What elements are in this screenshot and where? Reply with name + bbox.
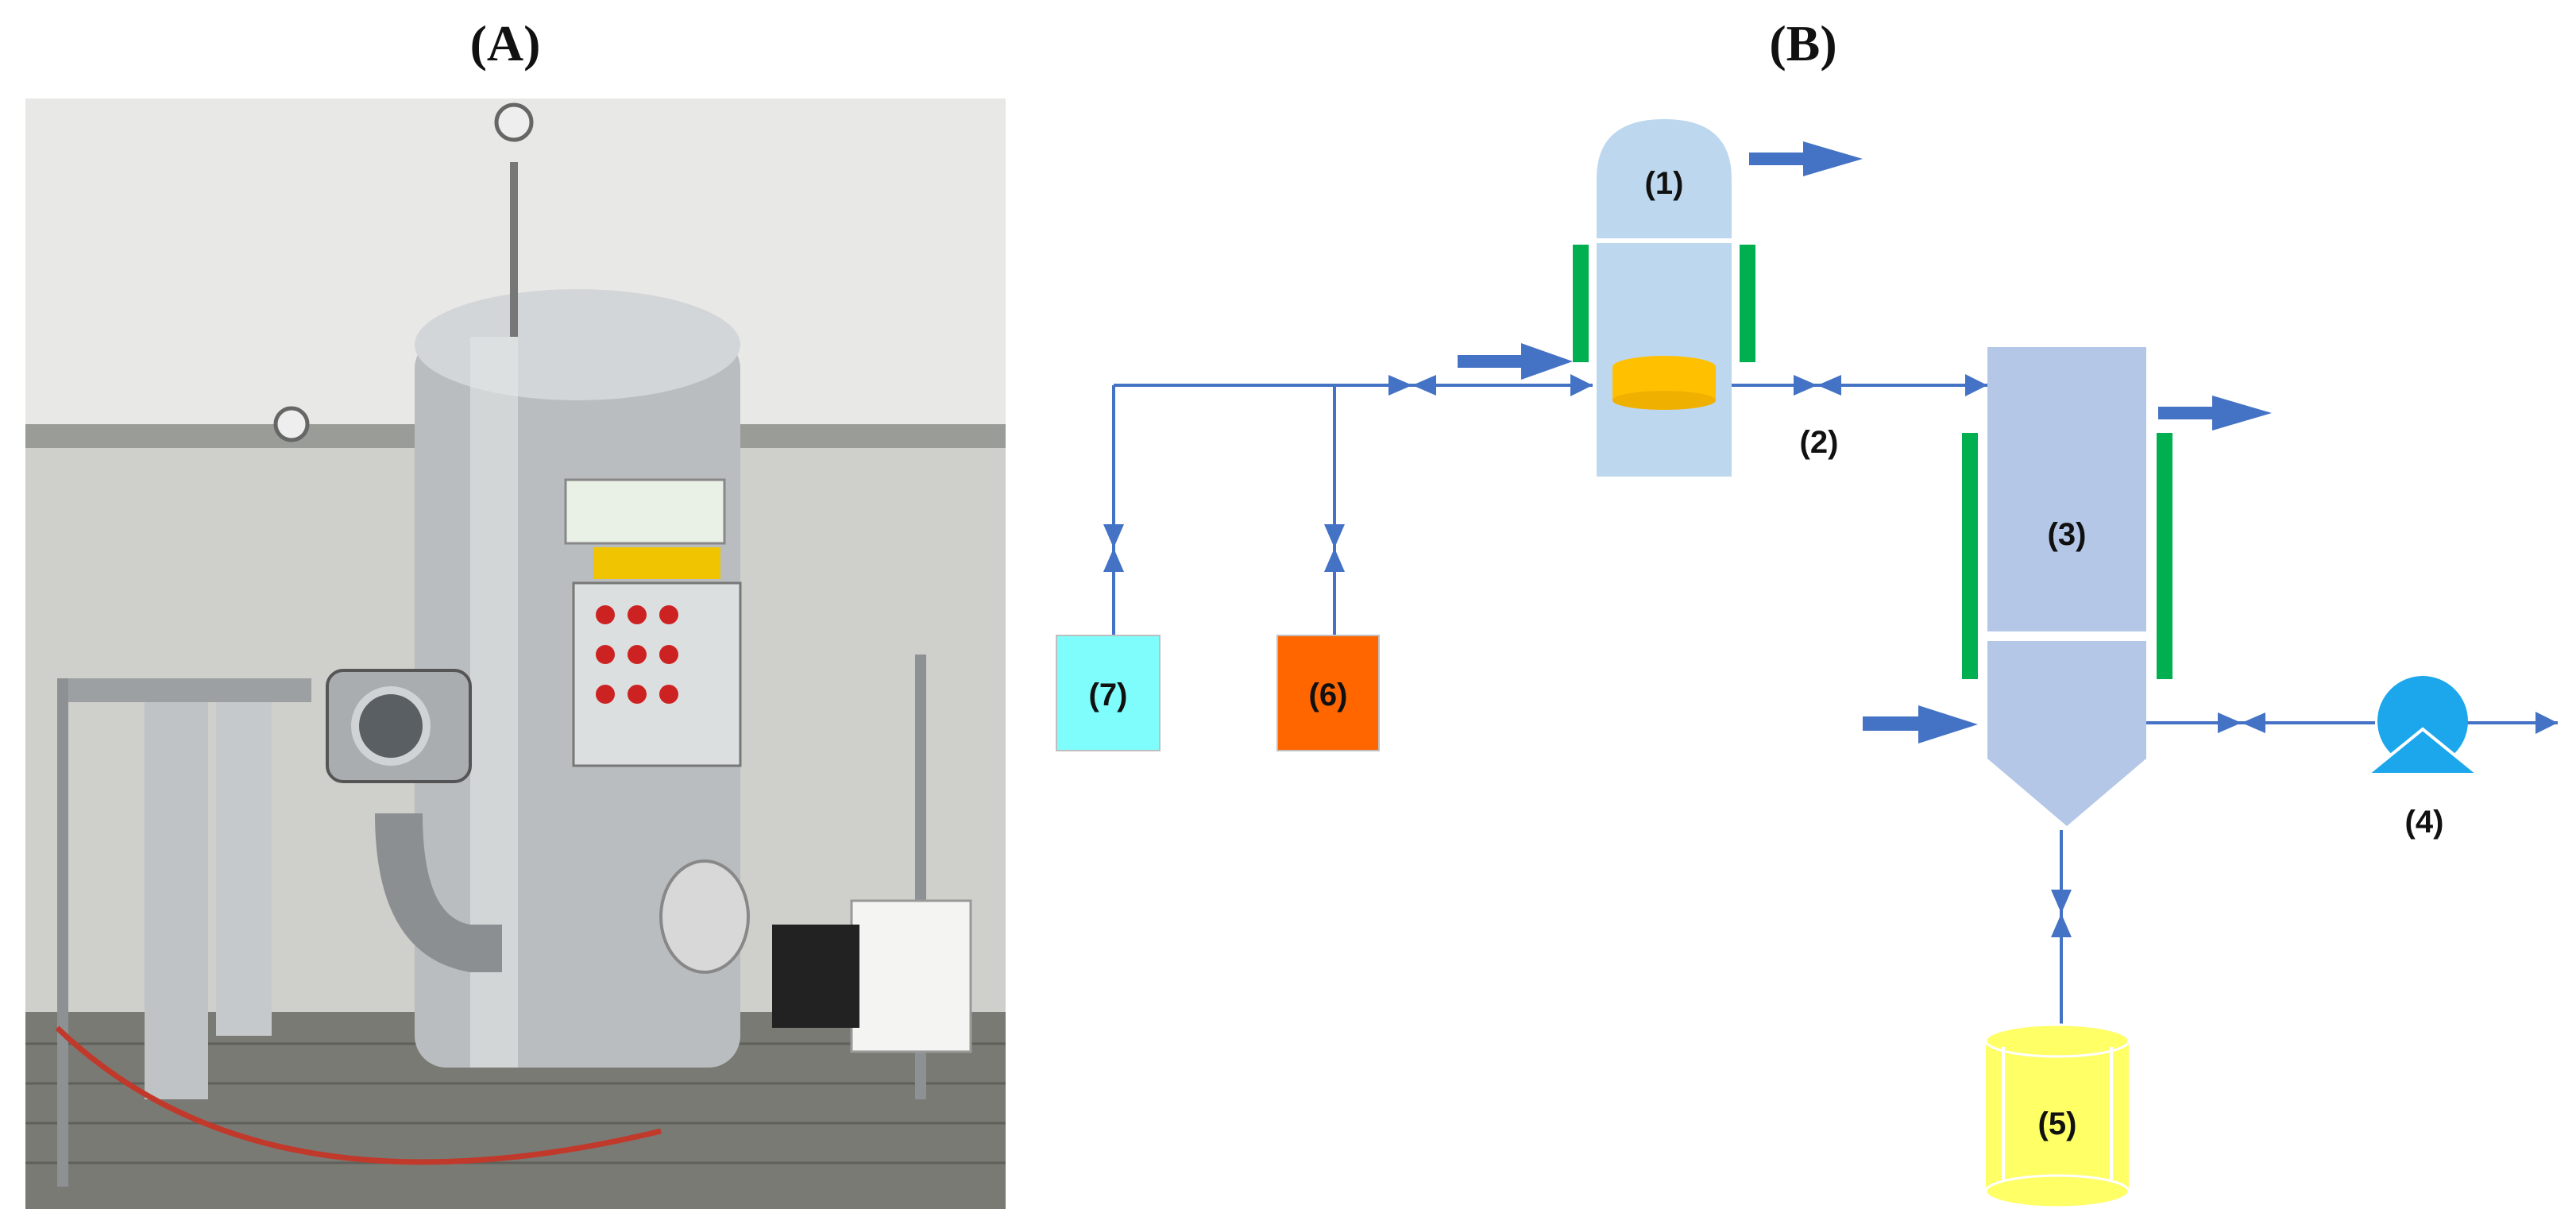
panel-b-title: (B) (1769, 15, 1837, 71)
valve-feed (1388, 375, 1436, 396)
label-5: (5) (2038, 1106, 2077, 1141)
vessel-1-top (1597, 119, 1732, 238)
heater-1-right (1740, 245, 1755, 362)
valve-7 (1103, 524, 1124, 572)
panel-a-title: (A) (469, 15, 541, 71)
label-4: (4) (2405, 805, 2444, 840)
valve-2 (1794, 375, 1841, 396)
heater-3-right (2157, 433, 2172, 679)
equipment-photo (25, 98, 1006, 1209)
valve-5 (2051, 890, 2072, 937)
heater-3-left (1962, 433, 1978, 679)
vessel-1: (1) (1573, 119, 1755, 477)
vessel-3: (3) (1962, 347, 2172, 826)
outlet-arrow-3 (2158, 396, 2272, 431)
inlet-arrow-3 (1863, 705, 1978, 743)
label-1: (1) (1645, 166, 1684, 201)
schematic-canvas: (1) (2) (3) (4) (5) (6) (1056, 119, 2558, 1209)
sample-holder (1612, 391, 1716, 410)
collector-5: (5) (1984, 1023, 2130, 1209)
source-6: (6) (1276, 635, 1380, 751)
heater-1-left (1573, 245, 1589, 362)
label-2: (2) (1800, 425, 1839, 460)
process-schematic: (1) (2) (3) (4) (5) (6) (1025, 0, 2576, 1228)
label-3: (3) (2048, 517, 2087, 552)
label-7: (7) (1089, 678, 1128, 712)
equipment-illustration (25, 98, 1006, 1209)
source-7: (7) (1056, 635, 1161, 751)
pump-body (2377, 676, 2468, 767)
flow-arrows (1458, 141, 2272, 743)
vessel-3-body (1987, 347, 2146, 631)
pump-4: (4) (2362, 676, 2483, 840)
label-6: (6) (1309, 678, 1348, 712)
valve-6 (1324, 524, 1345, 572)
valve-pump (2218, 712, 2265, 733)
pump-base (2362, 727, 2483, 776)
valves (1103, 375, 2265, 937)
outlet-arrow-1 (1749, 141, 1863, 176)
vessel-3-hopper (1987, 641, 2146, 826)
inlet-arrow-1 (1458, 343, 1573, 380)
